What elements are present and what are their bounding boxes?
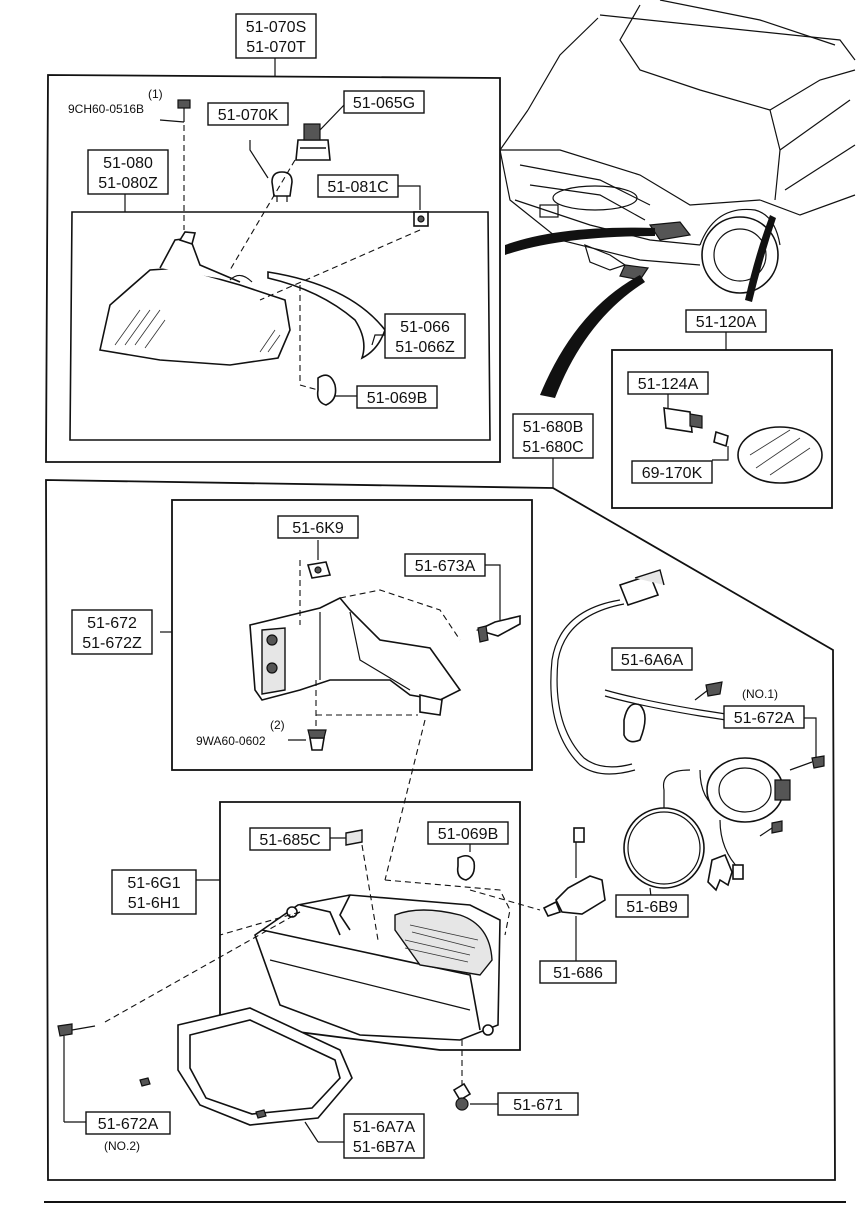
label-bracket-bolt: 51-673A (415, 558, 476, 575)
bracket-icon (249, 597, 462, 716)
corner-lamp-group (45, 58, 501, 463)
label-fog-assy-b: 51-680C (522, 439, 583, 456)
screw-lower-icon (452, 1082, 472, 1111)
side-bulb-icon (713, 430, 729, 448)
side-socket-icon (663, 407, 703, 433)
bolt-icon (307, 729, 327, 751)
label-corner-lamp-b: 51-080Z (98, 175, 158, 192)
label-screw-no1-note: (NO.1) (742, 687, 778, 701)
vehicle-illustration (499, 0, 856, 398)
bulb-icon (271, 171, 293, 202)
label-screw-no2-note: (NO.2) (104, 1139, 140, 1153)
label-screw-no: 9CH60-0516B (68, 102, 144, 116)
oring-icon (623, 807, 705, 889)
spring-clip-icon (345, 829, 363, 846)
label-spring-clip: 51-685C (259, 832, 320, 849)
label-bezel-a: 51-6A7A (353, 1119, 416, 1136)
side-marker-group (611, 332, 833, 509)
label-bezel-b: 51-6B7A (353, 1139, 416, 1156)
label-side-socket: 51-124A (638, 376, 699, 393)
label-corner-lamp-a: 51-080 (103, 155, 153, 172)
label-gasket-b: 51-066Z (395, 339, 455, 356)
nut-icon (413, 211, 429, 227)
label-side-bulb: 69-170K (642, 465, 703, 482)
label-bolt-qty: (2) (270, 718, 285, 732)
bracket-bolt-icon (475, 614, 521, 643)
clip-icon (316, 374, 337, 406)
lamp-socket-icon (706, 757, 791, 880)
screw-icon (177, 99, 191, 122)
label-fog-assy-a: 51-680B (523, 419, 584, 436)
label-oring: 51-6B9 (626, 899, 678, 916)
label-corner-assy-a: 51-070S (246, 19, 307, 36)
label-corner-assy-b: 51-070T (246, 39, 306, 56)
fog-lamp-body (254, 894, 501, 1041)
label-boxes: 51-070S 51-070T (1) 9CH60-0516B 51-070K … (68, 13, 805, 1159)
label-bracket-a: 51-672 (87, 615, 137, 632)
label-fog-bulb: 51-686 (553, 965, 603, 982)
label-screw-no1: 51-672A (734, 710, 795, 727)
fog-bulb-icon (542, 827, 606, 917)
label-fog-lamp-b: 51-6H1 (128, 895, 181, 912)
label-fog-lamp-a: 51-6G1 (127, 875, 180, 892)
label-gasket-a: 51-066 (400, 319, 450, 336)
label-screw-no2: 51-672A (98, 1116, 159, 1133)
fog-lamp-group (45, 458, 836, 1181)
small-screw-icon (759, 820, 783, 837)
clip-lower-icon (456, 854, 476, 881)
screw-no1-icon (694, 681, 723, 701)
label-harness: 51-6A6A (621, 652, 684, 669)
label-screw-lower: 51-671 (513, 1097, 563, 1114)
bracket-nut-icon (306, 561, 332, 579)
label-socket: 51-065G (353, 95, 415, 112)
side-lens-icon (737, 426, 823, 484)
gasket-strip (267, 271, 386, 360)
screw-no2-icon (57, 1023, 96, 1037)
label-bulb: 51-070K (218, 107, 279, 124)
label-bracket-nut: 51-6K9 (292, 520, 344, 537)
label-bracket-b: 51-672Z (82, 635, 142, 652)
corner-lamp-body (99, 231, 291, 366)
label-nut: 51-081C (327, 179, 388, 196)
label-screw-qty: (1) (148, 87, 163, 101)
label-side-marker-assy: 51-120A (696, 314, 757, 331)
label-clip-upper: 51-069B (367, 390, 428, 407)
label-clip-lower: 51-069B (438, 826, 499, 843)
screw-no1b-icon (789, 755, 825, 771)
clip-bracket-icon (707, 853, 733, 892)
bezel-icon (139, 1007, 353, 1126)
label-bolt-no: 9WA60-0602 (196, 734, 266, 748)
socket-icon (295, 123, 331, 161)
